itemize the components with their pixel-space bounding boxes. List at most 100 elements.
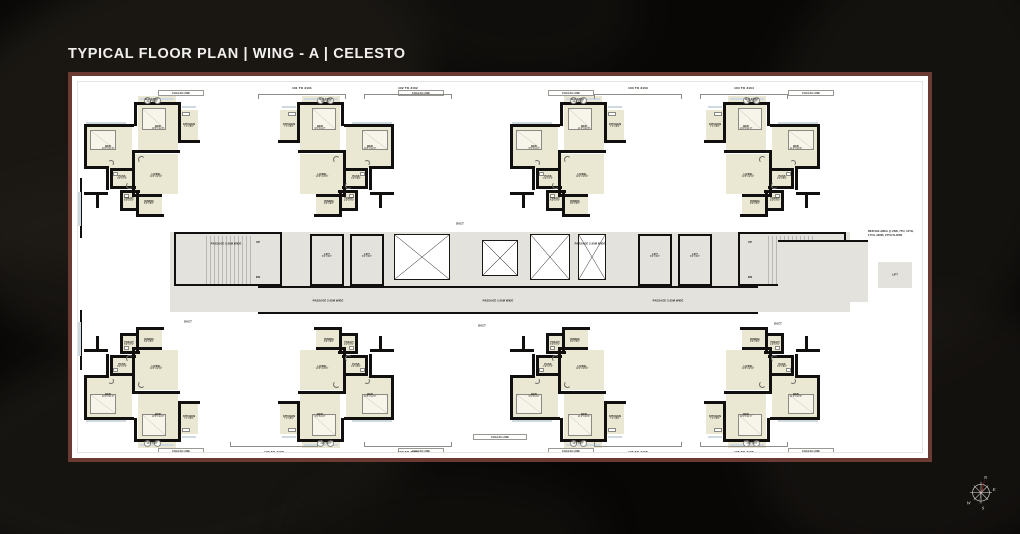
- wall-segment: [678, 234, 681, 286]
- wall-segment: [670, 234, 673, 286]
- door-swing: [790, 160, 796, 166]
- room-kitchen: [180, 404, 198, 434]
- label-passage: PASSAGE 2.05M WIDE: [482, 299, 514, 303]
- compass-w-label: W: [967, 500, 972, 505]
- wall-segment: [84, 375, 106, 378]
- stair-dn-label: DN: [747, 275, 753, 279]
- service-shaft: [394, 234, 450, 280]
- wall-segment: [341, 418, 344, 442]
- wall-segment: [638, 234, 641, 286]
- wall-segment: [110, 373, 134, 376]
- bed-furniture: [142, 414, 166, 436]
- chajja-line-label-top-3: CHAJJA LINE: [788, 90, 834, 96]
- wall-segment: [562, 328, 565, 354]
- room-dining: [316, 330, 342, 352]
- wall-segment: [767, 102, 770, 126]
- wall-segment: [338, 190, 358, 193]
- door-swing: [138, 156, 145, 163]
- wc-fixture: [550, 194, 555, 198]
- washbasin-fixture: [539, 368, 544, 372]
- wall-segment: [278, 401, 300, 404]
- wall-segment: [96, 336, 99, 352]
- lift-shaft: [310, 234, 344, 284]
- wall-segment: [546, 190, 549, 210]
- wall-segment: [174, 284, 282, 287]
- wall-segment: [134, 418, 137, 442]
- wall-segment: [316, 194, 346, 197]
- wall-segment: [110, 356, 113, 376]
- label-passage: PASSAGE 2.05M WIDE: [210, 242, 242, 246]
- wall-segment: [795, 354, 798, 378]
- wall-segment: [120, 351, 140, 354]
- wall-segment: [391, 376, 394, 420]
- wall-segment: [258, 312, 758, 315]
- wall-segment: [136, 327, 164, 330]
- wall-segment: [678, 284, 712, 287]
- window-glazing: [86, 420, 126, 422]
- window-glazing: [778, 420, 818, 422]
- wall-segment: [738, 232, 741, 286]
- kitchen-counter: [608, 428, 616, 432]
- door-swing: [345, 355, 352, 362]
- room-dining: [742, 330, 768, 352]
- wall-segment: [704, 140, 726, 143]
- wall-segment: [764, 190, 784, 193]
- bed-furniture: [738, 414, 762, 436]
- wall-segment: [80, 310, 83, 370]
- wall-segment: [379, 336, 382, 352]
- wall-segment: [536, 373, 560, 376]
- window-glazing: [512, 122, 552, 124]
- wall-segment: [770, 417, 820, 420]
- unit-brace-top-2: [594, 94, 682, 99]
- wall-segment: [342, 186, 368, 189]
- wc-fixture: [775, 346, 780, 350]
- wall-segment: [136, 214, 164, 217]
- wall-segment: [372, 375, 394, 378]
- unit-brace-bottom-1: [364, 446, 452, 447]
- wall-segment: [510, 166, 532, 169]
- door-swing: [364, 160, 370, 166]
- wall-segment: [558, 194, 588, 197]
- wall-segment: [297, 402, 300, 442]
- door-swing: [108, 160, 114, 166]
- wall-segment: [370, 349, 394, 352]
- door-swing: [759, 156, 766, 163]
- window-glazing: [778, 122, 818, 124]
- wall-segment: [178, 140, 200, 143]
- door-swing: [771, 182, 778, 189]
- wall-segment: [136, 328, 139, 354]
- door-swing: [345, 182, 352, 189]
- stair-up-label: UP: [255, 240, 261, 244]
- balcony-planter: [743, 97, 750, 104]
- window-glazing: [352, 420, 392, 422]
- balcony-planter: [327, 97, 334, 104]
- wall-segment: [546, 351, 566, 354]
- wall-segment: [604, 102, 607, 142]
- wall-segment: [558, 150, 606, 153]
- wall-segment: [365, 356, 368, 376]
- window-glazing: [78, 192, 81, 226]
- room-kitchen: [606, 110, 624, 140]
- balcony-planter: [753, 97, 760, 104]
- window-glazing: [708, 436, 722, 438]
- wall-segment: [298, 150, 346, 153]
- wall-segment: [350, 234, 353, 286]
- service-shaft: [530, 234, 570, 280]
- door-swing: [534, 378, 540, 384]
